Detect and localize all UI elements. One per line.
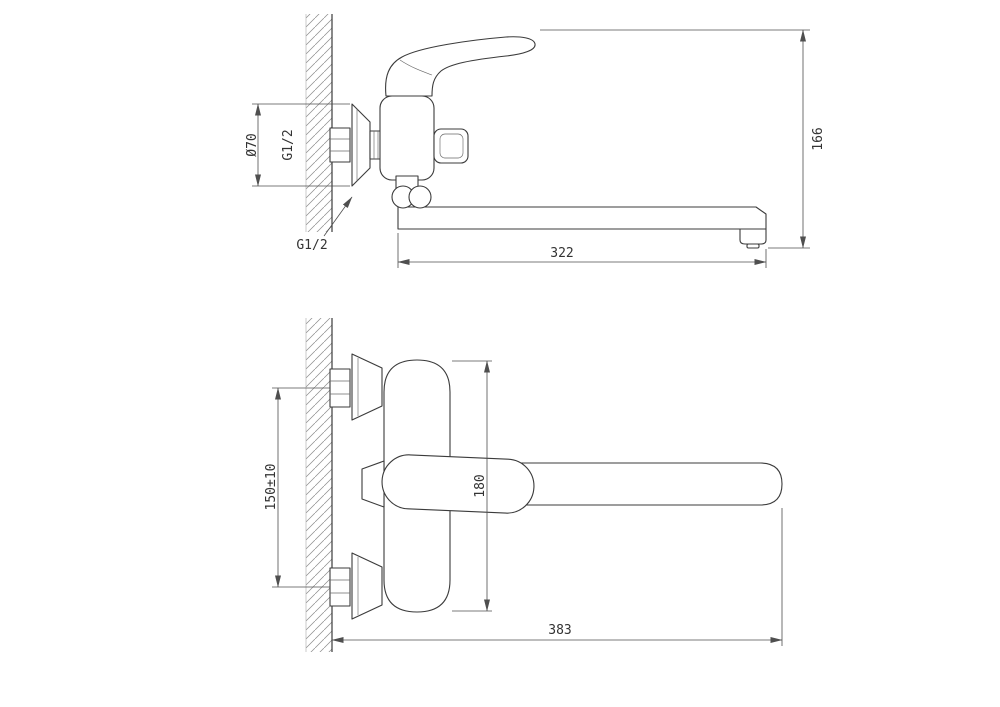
handle-detail-line [399,59,433,76]
wall-hatch-front [306,318,332,652]
front-view: 150±10 180 383 [264,318,783,652]
faucet-front [329,353,783,620]
dim-label-connection-spacing: 150±10 [264,464,279,511]
diverter-knob [433,128,469,164]
handle-side [385,36,536,97]
aerator-nub [746,243,760,249]
escutcheon-bottom [351,552,383,620]
dimensions-front: 150±10 180 383 [264,360,783,646]
dim-label-overall-height: 166 [811,127,826,150]
escutcheon-side [351,103,371,187]
dimensions-side: Ø70 G1/2 G1/2 166 322 [245,29,826,268]
wall-section-side [305,14,333,232]
wall-nut-top [329,368,351,408]
wall-section-front [305,318,333,652]
faucet-side [329,36,767,249]
aerator [739,228,767,245]
escutcheon-top [351,353,383,421]
dim-label-thread-leader: G1/2 [296,238,327,253]
handle-stem-front [361,460,385,508]
body-side [379,95,435,181]
handle-front [381,454,535,514]
swivel-joint-ring-2 [408,185,432,209]
dim-label-body-height: 180 [473,474,488,497]
spout-side [397,206,767,230]
dim-label-escutcheon-diameter: Ø70 [245,133,260,156]
side-view: Ø70 G1/2 G1/2 166 322 [245,14,826,268]
dim-label-thread-vertical: G1/2 [281,129,296,160]
dim-label-spout-reach: 322 [550,246,573,261]
dim-label-overall-length: 383 [548,623,571,638]
wall-hatch-side [306,14,332,232]
leader-thread [323,196,353,237]
wall-nut-bottom [329,567,351,607]
wall-nut-side [329,127,351,163]
